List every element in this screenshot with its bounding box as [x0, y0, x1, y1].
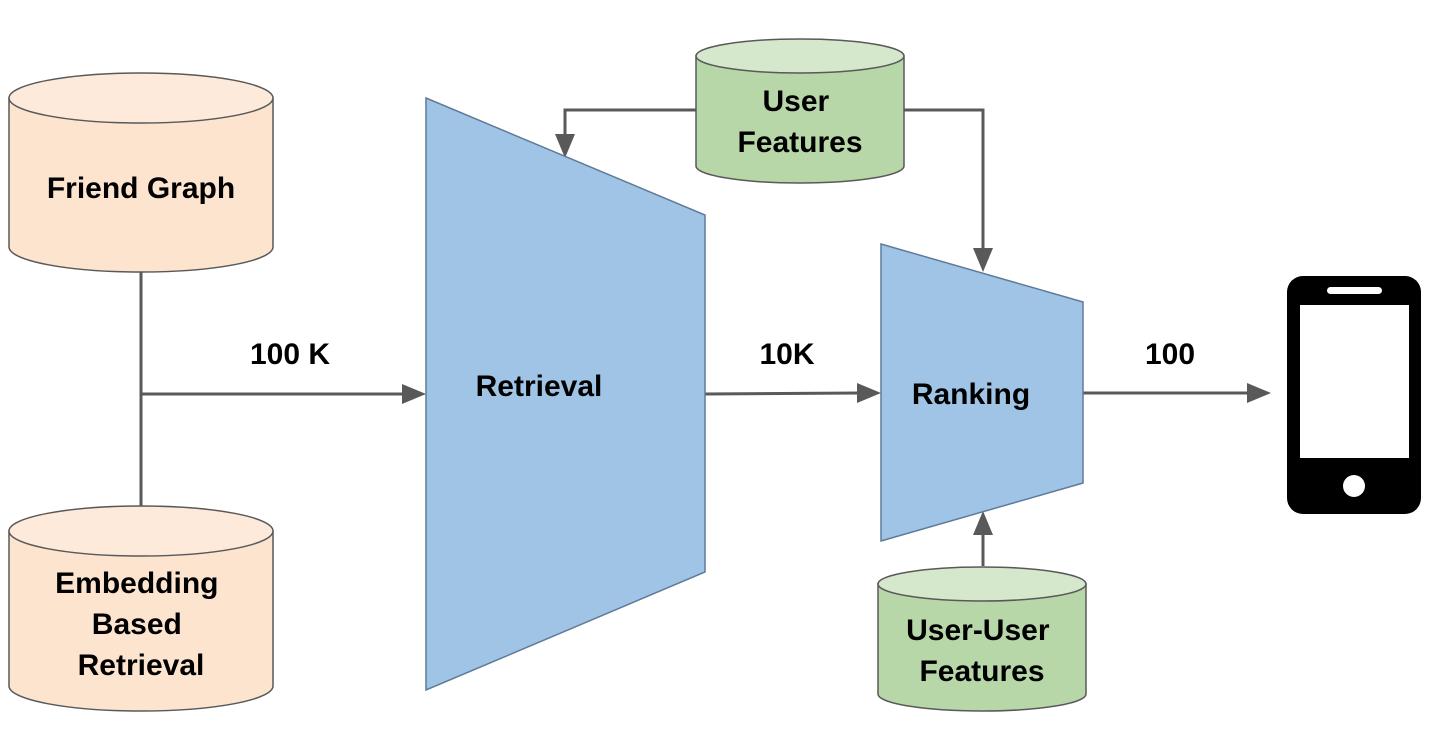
ranking-funnel — [880, 243, 1084, 542]
user-features-to-retrieval-arrowhead — [555, 134, 575, 158]
embedding-retrieval-cylinder-top — [8, 505, 274, 557]
sources-to-retrieval-count: 100 K — [250, 338, 330, 371]
embedding-retrieval-cylinder-body — [8, 530, 274, 712]
ranking-to-phone-arrowhead — [1247, 383, 1271, 403]
friend-graph-label: Friend Graph — [47, 172, 235, 205]
retrieval-stage: Retrieval — [425, 96, 706, 692]
connectors — [139, 108, 1271, 566]
user-features-to-retrieval-line — [563, 108, 697, 138]
friend-graph-cylinder-body — [8, 97, 274, 273]
user-features-cylinder-top — [695, 38, 905, 74]
retrieval-label: Retrieval — [476, 370, 603, 403]
sources-to-retrieval-arrowhead — [402, 384, 426, 404]
smartphone-home-button — [1343, 475, 1365, 497]
smartphone-screen — [1300, 305, 1409, 458]
user-features-to-ranking-line — [904, 108, 985, 252]
ranking-to-phone-count: 100 — [1145, 338, 1195, 371]
retrieval-funnel — [425, 96, 706, 692]
retrieval-to-ranking-count: 10K — [759, 338, 814, 371]
ranking-label: Ranking — [912, 378, 1030, 411]
smartphone-speaker — [1327, 287, 1382, 294]
user-features-to-ranking-arrowhead — [973, 248, 993, 272]
user-user-features-cylinder-top — [877, 566, 1087, 602]
retrieval-to-ranking-arrowhead — [857, 383, 881, 403]
friend-graph-cylinder-top — [8, 72, 274, 124]
embedding-retrieval-label: Embedding Based Retrieval — [55, 567, 227, 682]
user-features-label: User Features — [737, 85, 862, 159]
ranking-stage: Ranking — [880, 243, 1084, 542]
embedding-retrieval-database: Embedding Based Retrieval — [8, 505, 274, 712]
user-user-features-database: User-User Features — [877, 566, 1087, 712]
retrieval-to-ranking-line — [704, 391, 861, 396]
friend-graph-database: Friend Graph — [8, 72, 274, 273]
smartphone-icon — [1287, 276, 1421, 514]
user-user-features-cylinder-body — [877, 583, 1087, 712]
user-features-database: User Features — [695, 38, 905, 184]
user-features-cylinder-body — [695, 55, 905, 184]
user-user-features-to-ranking-arrowhead — [973, 511, 993, 535]
user-user-features-label: User-User Features — [906, 614, 1058, 688]
